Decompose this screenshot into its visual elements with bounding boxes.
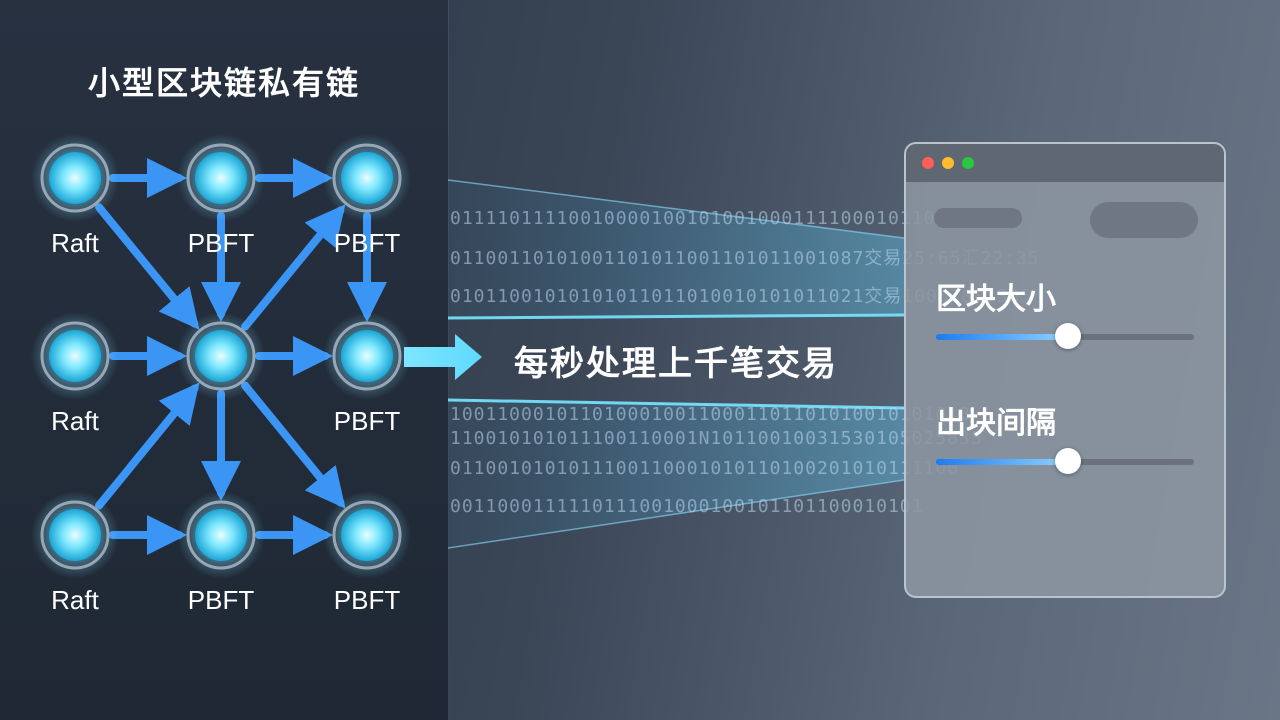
binary-line-7: 0011000111110111001000100101101100010101 — [450, 496, 924, 517]
node-label-n20: Raft — [51, 585, 99, 615]
minimize-window-icon[interactable] — [942, 157, 954, 169]
placeholder-button[interactable] — [1090, 202, 1198, 238]
edge-n20-n11 — [95, 382, 200, 510]
network-title: 小型区块链私有链 — [87, 64, 360, 102]
window-titlebar — [906, 144, 1224, 182]
binary-line-5: 110010101011100110001N101100100315301050… — [450, 428, 983, 449]
block-interval-slider[interactable] — [936, 448, 1194, 474]
edge-n11-n02 — [241, 204, 346, 331]
block-size-slider[interactable] — [936, 323, 1194, 349]
node-n01 — [177, 134, 265, 222]
node-label-n02: PBFT — [333, 228, 401, 258]
block-interval-slider-thumb[interactable] — [1054, 448, 1081, 474]
upper-data-beam — [448, 180, 904, 318]
node-label-n21: PBFT — [187, 585, 255, 615]
settings-window: 区块大小 出块间隔 — [904, 142, 1226, 598]
node-n00 — [31, 134, 119, 222]
throughput-label: 每秒处理上千笔交易 — [514, 344, 838, 384]
lower-data-beam — [448, 400, 904, 548]
node-label-n22: PBFT — [333, 585, 401, 615]
output-arrow-icon — [404, 334, 482, 380]
binary-line-6: 0110010101011100110001010110100201010111… — [450, 458, 959, 479]
node-n10 — [31, 312, 119, 400]
placeholder-field — [934, 208, 1022, 228]
node-n02 — [323, 134, 411, 222]
node-n12 — [323, 312, 411, 400]
block-size-label: 区块大小 — [936, 282, 1056, 317]
node-label-n01: PBFT — [187, 228, 255, 258]
block-size-slider-fill — [936, 334, 1068, 340]
block-interval-label: 出块间隔 — [936, 406, 1056, 441]
binary-line-1: 0111101111001000010010100100011110001011… — [450, 208, 1019, 229]
node-n11 — [177, 312, 265, 400]
close-window-icon[interactable] — [922, 157, 934, 169]
node-label-n12: PBFT — [333, 406, 401, 436]
binary-line-4: 1001100010110100010011000110110101001010… — [450, 404, 971, 425]
edge-n11-n22 — [241, 381, 346, 509]
maximize-window-icon[interactable] — [962, 157, 974, 169]
node-n22 — [323, 491, 411, 579]
block-interval-slider-fill — [936, 459, 1068, 465]
node-n21 — [177, 491, 265, 579]
edge-n00-n11 — [95, 203, 200, 330]
node-label-n10: Raft — [51, 406, 99, 436]
node-label-n00: Raft — [51, 228, 99, 258]
block-size-slider-thumb[interactable] — [1054, 323, 1081, 349]
network-diagram — [31, 134, 411, 579]
binary-line-2: 01100110101001101011001101011001087交易25:… — [450, 248, 1040, 269]
node-n20 — [31, 491, 119, 579]
binary-line-3: 01011001010101011011010010101011021交易100… — [450, 286, 1033, 307]
